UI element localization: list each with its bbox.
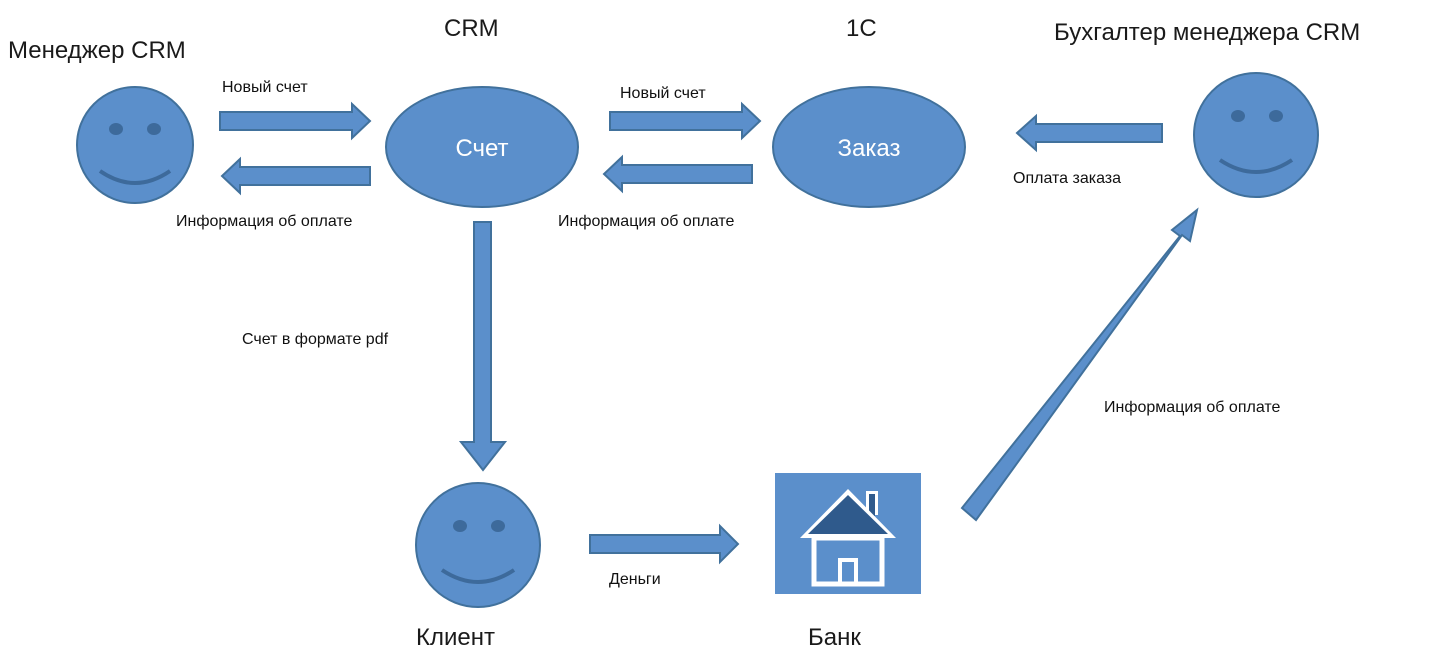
manager-smiley-icon <box>76 86 194 204</box>
invoice-node-label: Счет <box>455 135 508 162</box>
bank-house-icon <box>775 473 921 594</box>
flow-label-invoice-pdf: Счет в формате pdf <box>242 331 389 348</box>
accountant-smiley-icon <box>1193 72 1319 198</box>
bank-title: Банк <box>808 624 861 651</box>
arrow-new-invoice-to-crm <box>219 101 372 141</box>
arrow-order-payment <box>1015 113 1163 153</box>
arrow-payment-info-to-accountant <box>960 207 1199 522</box>
client-title: Клиент <box>416 624 495 651</box>
arrow-payment-info-to-crm <box>602 154 753 194</box>
flow-label-money: Деньги <box>609 571 661 588</box>
arrow-money-to-bank <box>589 523 740 565</box>
invoice-node: Счет <box>385 86 579 208</box>
flow-label-payment-info-1: Информация об оплате <box>176 213 353 230</box>
accountant-title: Бухгалтер менеджера CRM <box>1054 19 1360 46</box>
onec-title: 1С <box>846 15 877 42</box>
flow-label-payment-info-3: Информация об оплате <box>1104 399 1281 416</box>
arrow-payment-info-to-manager <box>220 156 371 196</box>
order-node-label: Заказ <box>838 135 901 162</box>
flow-label-new-invoice-2: Новый счет <box>620 85 706 102</box>
flow-label-order-payment: Оплата заказа <box>1013 170 1121 187</box>
manager-title: Менеджер CRM <box>8 37 186 64</box>
order-node: Заказ <box>772 86 966 208</box>
arrow-new-invoice-to-1c <box>609 101 762 141</box>
client-smiley-icon <box>415 482 541 608</box>
crm-title: CRM <box>444 15 499 42</box>
flow-label-payment-info-2: Информация об оплате <box>558 213 735 230</box>
arrow-invoice-pdf-to-client <box>458 221 508 472</box>
flow-label-new-invoice-1: Новый счет <box>222 79 308 96</box>
